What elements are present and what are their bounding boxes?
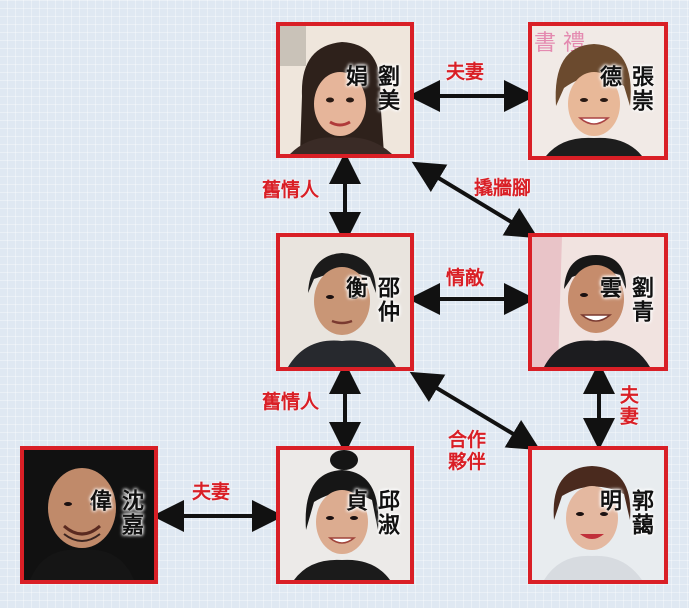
person-card-shiu-chung-hang: 邵仲衡 bbox=[276, 233, 414, 371]
portrait-woman-photo bbox=[280, 450, 410, 580]
relation-label-partner-line2: 夥伴 bbox=[448, 450, 487, 473]
portrait-man-photo: 書 禮 bbox=[532, 26, 664, 156]
relation-label-partner: 合作 夥伴 bbox=[448, 429, 487, 474]
relation-label-ex-lover: 舊情人 bbox=[262, 391, 320, 413]
person-card-sum-ka-wai: 沈嘉偉 bbox=[20, 446, 158, 584]
name-label: 邱淑貞 bbox=[342, 489, 399, 537]
relation-label-spouse: 夫妻 bbox=[446, 61, 485, 83]
name-label: 劉美娟 bbox=[342, 64, 399, 113]
relation-label-rival: 情敵 bbox=[446, 267, 485, 289]
person-card-yau-suk-ching: 邱淑貞 bbox=[276, 446, 414, 584]
name-label: 邵仲衡 bbox=[342, 276, 399, 324]
person-card-cheung-sung-tak: 書 禮 張崇德 bbox=[528, 22, 668, 160]
name-label: 張崇德 bbox=[596, 65, 653, 113]
person-card-kwok-ai-ming: 郭藹明 bbox=[528, 446, 668, 584]
portrait-woman-photo bbox=[532, 450, 664, 580]
person-card-lau-mei-kuen: 劉美娟 bbox=[276, 22, 414, 158]
portrait-man-photo bbox=[24, 450, 154, 580]
relation-label-spouse-vertical: 夫妻 bbox=[616, 385, 639, 427]
portrait-woman-photo bbox=[280, 26, 410, 154]
arrow-partner bbox=[409, 371, 541, 451]
relation-label-affair: 撬牆腳 bbox=[474, 177, 532, 199]
person-card-lau-ching-wan: 劉青雲 bbox=[528, 233, 668, 371]
arrow-affair bbox=[411, 161, 539, 239]
name-label: 劉青雲 bbox=[596, 276, 653, 324]
relation-label-spouse: 夫妻 bbox=[192, 481, 231, 503]
relation-label-ex-lover: 舊情人 bbox=[262, 179, 320, 201]
name-label: 郭藹明 bbox=[596, 489, 653, 537]
portrait-man-photo bbox=[532, 237, 664, 367]
relation-label-partner-line1: 合作 bbox=[448, 429, 487, 451]
portrait-man-photo bbox=[280, 237, 410, 367]
name-label: 沈嘉偉 bbox=[86, 489, 143, 537]
